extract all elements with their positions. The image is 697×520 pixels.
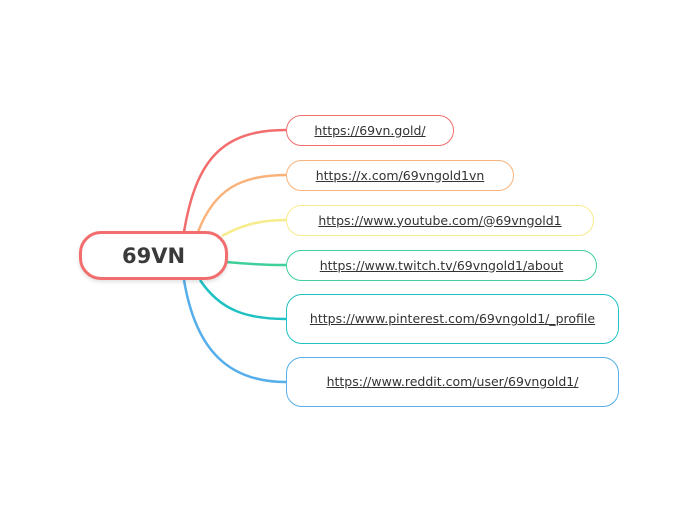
connector-3 xyxy=(225,260,287,267)
connector-0 xyxy=(182,128,287,233)
subtopic-link-youtube[interactable]: https://www.youtube.com/@69vngold1 xyxy=(318,212,562,228)
subtopic-link-twitch[interactable]: https://www.twitch.tv/69vngold1/about xyxy=(319,257,564,273)
subtopic-node-x[interactable]: https://x.com/69vngold1vn xyxy=(286,160,514,191)
subtopic-node-pinterest[interactable]: https://www.pinterest.com/69vngold1/_pro… xyxy=(286,294,619,344)
central-topic[interactable]: 69VN xyxy=(79,231,228,280)
subtopic-link-reddit[interactable]: https://www.reddit.com/user/69vngold1/ xyxy=(326,374,579,389)
subtopic-link-website[interactable]: https://69vn.gold/ xyxy=(314,122,426,138)
subtopic-node-reddit[interactable]: https://www.reddit.com/user/69vngold1/ xyxy=(286,357,619,407)
central-topic-label: 69VN xyxy=(121,243,186,268)
subtopic-node-twitch[interactable]: https://www.twitch.tv/69vngold1/about xyxy=(286,250,597,281)
subtopic-node-website[interactable]: https://69vn.gold/ xyxy=(286,115,454,146)
connector-4 xyxy=(198,279,287,321)
subtopic-link-pinterest[interactable]: https://www.pinterest.com/69vngold1/_pro… xyxy=(309,311,596,326)
connector-5 xyxy=(182,279,287,384)
connector-1 xyxy=(196,173,287,233)
connector-2 xyxy=(221,218,287,238)
subtopic-link-x[interactable]: https://x.com/69vngold1vn xyxy=(315,167,485,183)
subtopic-node-youtube[interactable]: https://www.youtube.com/@69vngold1 xyxy=(286,205,594,236)
